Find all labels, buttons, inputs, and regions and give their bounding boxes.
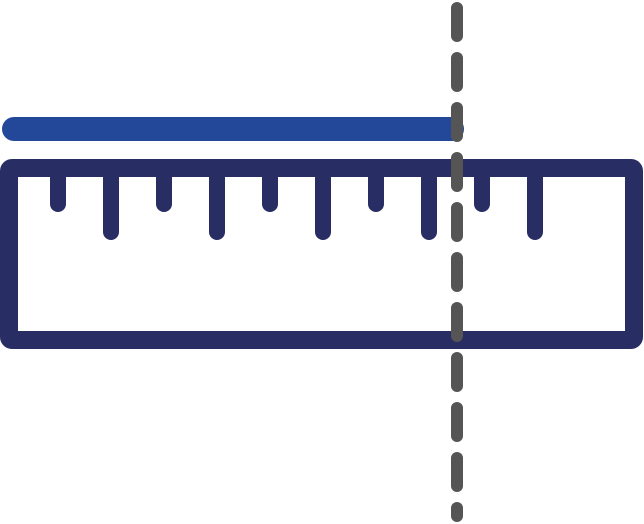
ruler-body bbox=[0, 159, 643, 349]
ruler-ticks bbox=[50, 170, 543, 240]
